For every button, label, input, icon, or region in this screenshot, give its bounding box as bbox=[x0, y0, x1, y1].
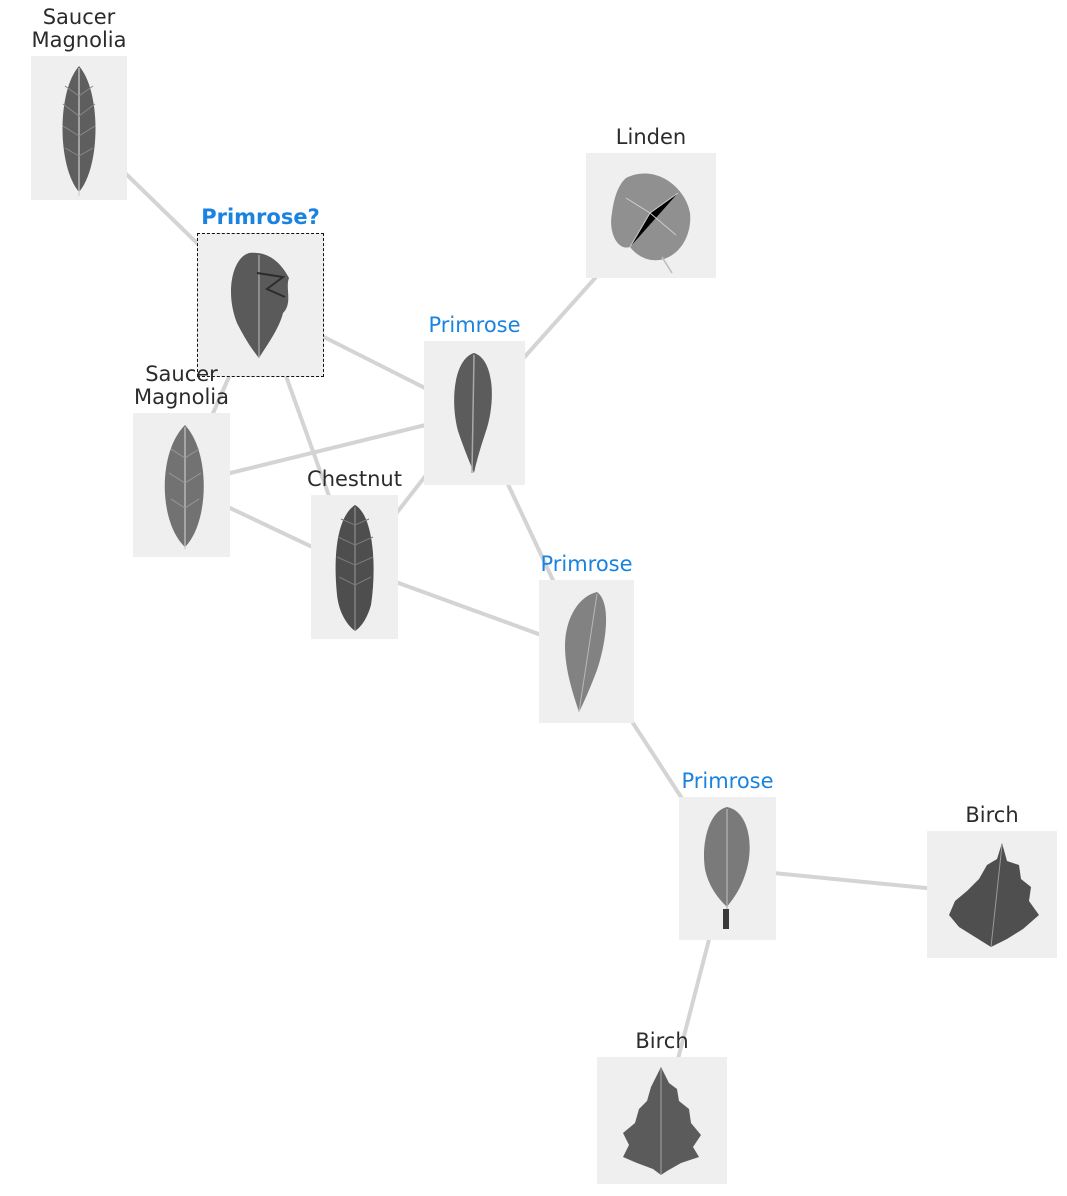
node-label: Primrose bbox=[428, 313, 521, 337]
node-label: Primrose bbox=[681, 769, 774, 793]
magnolia-leaf-icon bbox=[133, 413, 230, 557]
primrose-leaf-icon bbox=[424, 341, 525, 485]
node-label: Primrose bbox=[540, 552, 633, 576]
node-label: Primrose? bbox=[201, 205, 320, 229]
node-primrose-1[interactable]: Primrose bbox=[424, 314, 525, 485]
node-primrose-2[interactable]: Primrose bbox=[539, 553, 634, 723]
node-query-primrose[interactable]: Primrose? bbox=[197, 206, 324, 377]
node-birch-2[interactable]: Birch bbox=[597, 1030, 727, 1184]
linden-leaf-icon bbox=[586, 153, 716, 278]
birch-leaf-icon bbox=[927, 831, 1057, 958]
node-label: Birch bbox=[965, 803, 1019, 827]
node-label: Birch bbox=[635, 1029, 689, 1053]
primrose-leaf-icon bbox=[197, 233, 324, 377]
primrose-leaf-icon bbox=[539, 580, 634, 723]
node-linden[interactable]: Linden bbox=[586, 126, 716, 278]
node-label: Chestnut bbox=[307, 467, 402, 491]
birch-leaf-icon bbox=[597, 1057, 727, 1184]
node-label: Saucer Magnolia bbox=[31, 5, 127, 52]
node-chestnut[interactable]: Chestnut bbox=[307, 468, 402, 639]
primrose-leaf-icon bbox=[679, 797, 776, 940]
node-saucer-magnolia-1[interactable]: Saucer Magnolia bbox=[31, 6, 127, 200]
node-label: Saucer Magnolia bbox=[133, 362, 229, 409]
chestnut-leaf-icon bbox=[311, 495, 398, 639]
node-saucer-magnolia-2[interactable]: Saucer Magnolia bbox=[133, 363, 230, 557]
node-primrose-3[interactable]: Primrose bbox=[679, 770, 776, 940]
magnolia-leaf-icon bbox=[31, 56, 127, 200]
node-birch-1[interactable]: Birch bbox=[927, 804, 1057, 958]
node-label: Linden bbox=[615, 125, 687, 149]
